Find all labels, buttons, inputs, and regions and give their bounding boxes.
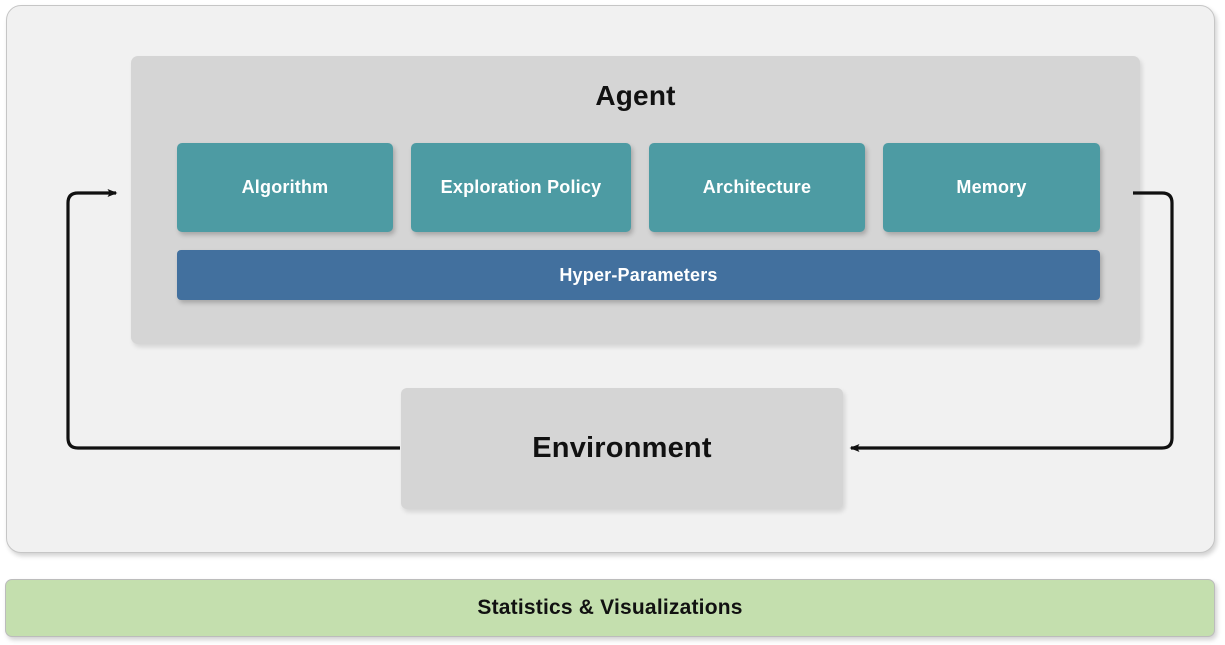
- agent-component-memory[interactable]: Memory: [883, 143, 1100, 232]
- environment-label: Environment: [532, 432, 712, 464]
- agent-component-architecture[interactable]: Architecture: [649, 143, 865, 232]
- agent-component-label: Architecture: [702, 177, 812, 197]
- agent-component-label: Memory: [956, 177, 1027, 197]
- agent-panel[interactable]: Agent Algorithm Exploration Policy Archi…: [131, 56, 1140, 344]
- agent-title: Agent: [595, 80, 676, 111]
- hyper-parameters-bar[interactable]: Hyper-Parameters: [177, 250, 1100, 300]
- statistics-visualizations-bar[interactable]: Statistics & Visualizations: [5, 579, 1215, 637]
- agent-components-row: Algorithm Exploration Policy Architectur…: [177, 143, 1100, 232]
- agent-component-algorithm[interactable]: Algorithm: [177, 143, 393, 232]
- agent-component-label: Exploration Policy: [440, 177, 602, 197]
- hyper-parameters-label: Hyper-Parameters: [559, 264, 718, 285]
- environment-box[interactable]: Environment: [401, 388, 843, 509]
- agent-component-label: Algorithm: [241, 177, 329, 197]
- rl-loop-frame: Agent Algorithm Exploration Policy Archi…: [6, 5, 1215, 553]
- agent-component-exploration-policy[interactable]: Exploration Policy: [411, 143, 631, 232]
- statistics-visualizations-label: Statistics & Visualizations: [477, 596, 743, 619]
